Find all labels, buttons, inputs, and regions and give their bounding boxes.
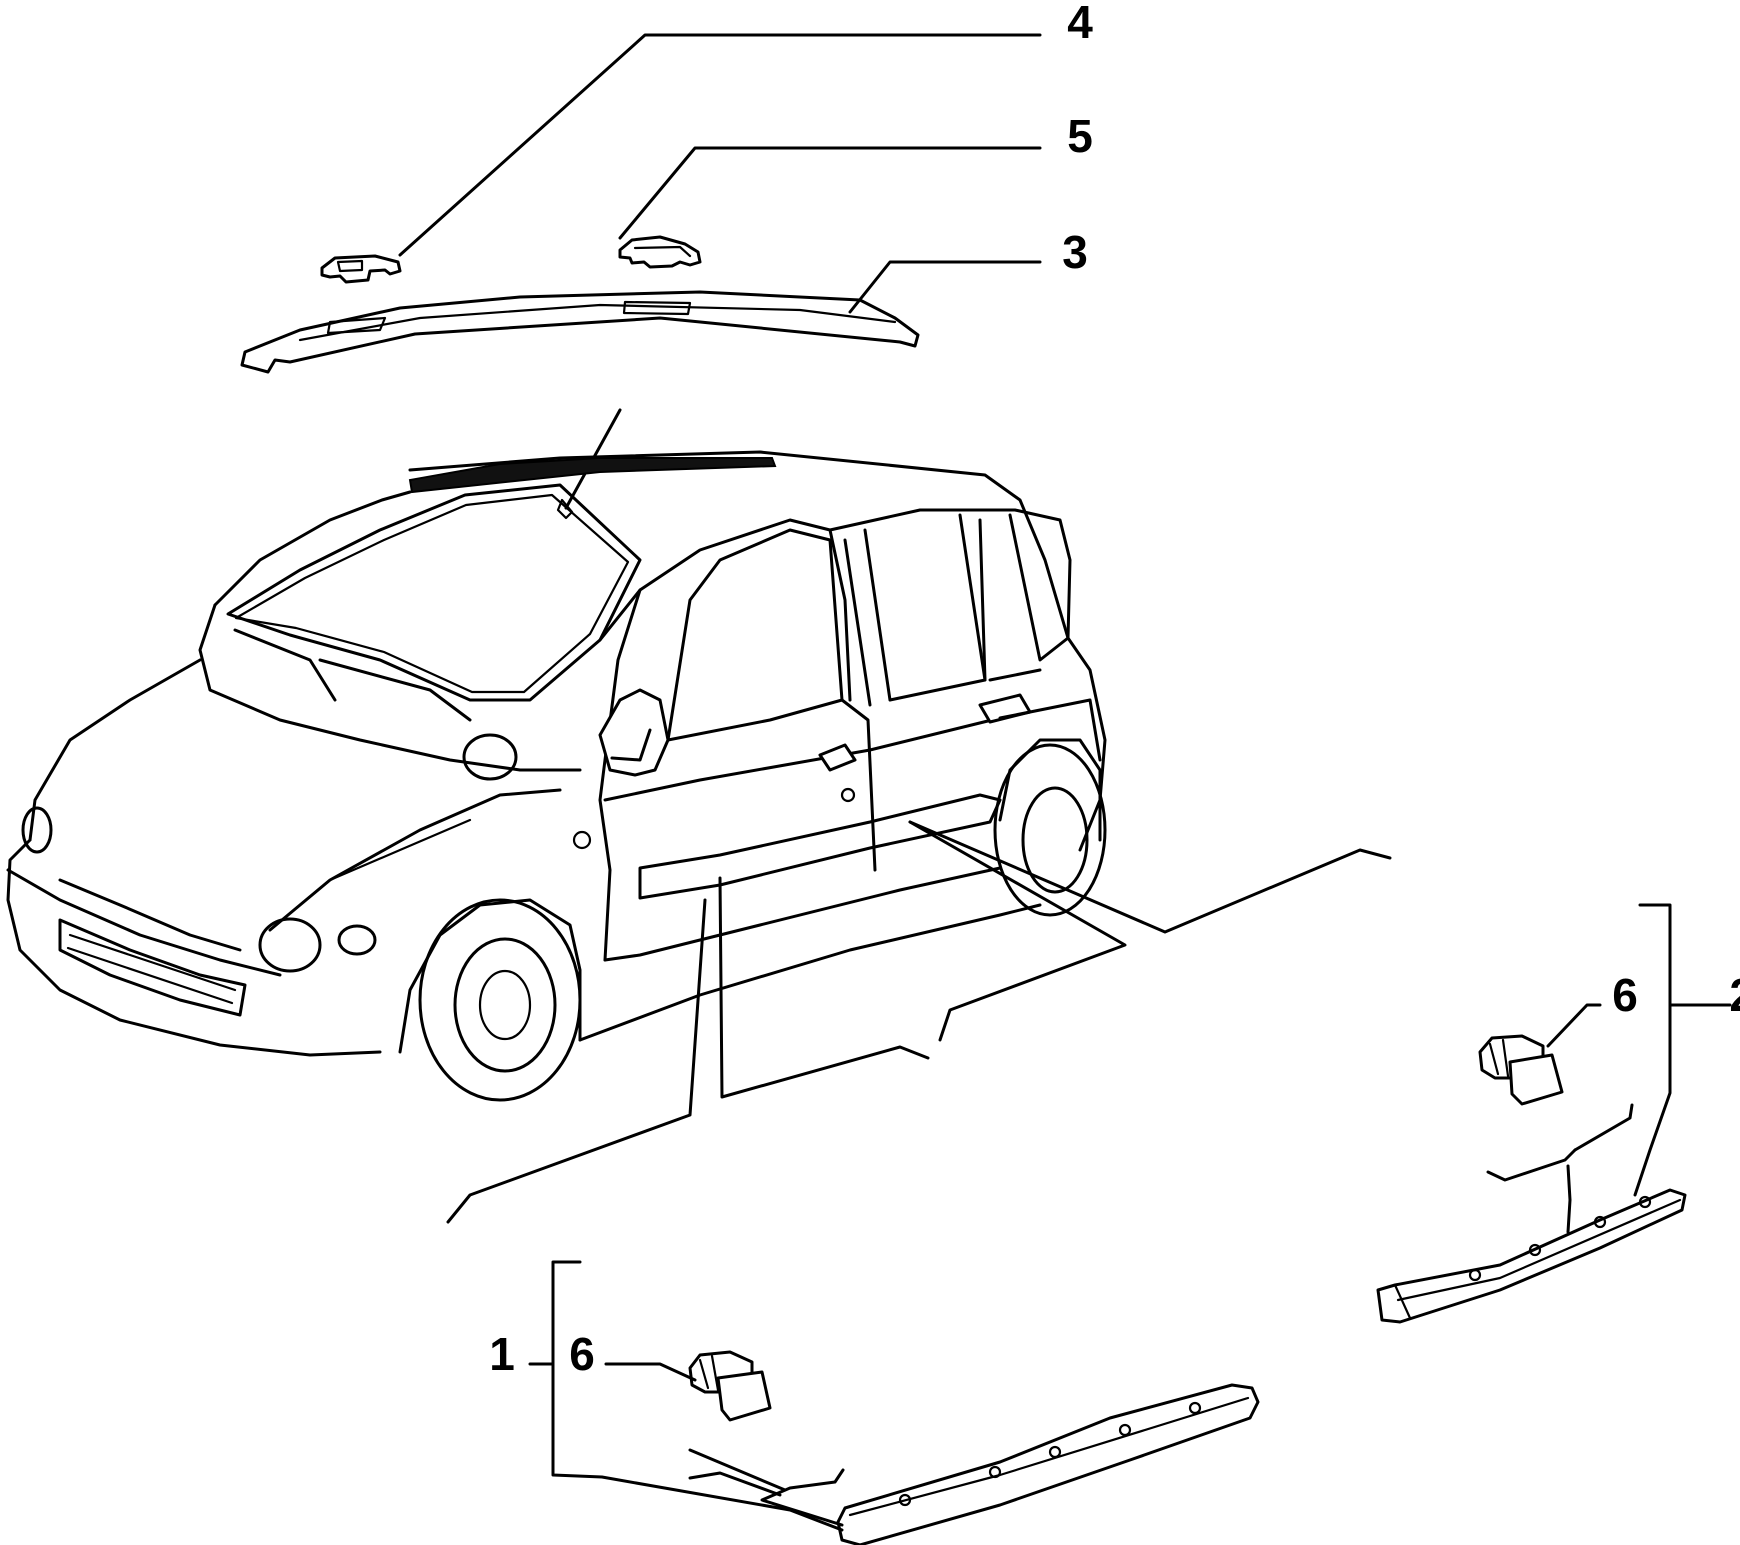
clip-part-5 xyxy=(618,235,702,269)
clip-part-6-lower xyxy=(688,1350,772,1422)
side-moulding-part-1 xyxy=(836,1383,1260,1545)
callout-2: 2 xyxy=(1729,969,1740,1021)
car-body xyxy=(6,408,1107,1102)
callout-6-upper: 6 xyxy=(1612,969,1638,1021)
callout-5: 5 xyxy=(1067,110,1093,162)
roof-moulding-part-3 xyxy=(240,290,920,374)
side-moulding-part-2 xyxy=(1376,1188,1687,1324)
callout-3: 3 xyxy=(1062,226,1088,278)
callout-4: 4 xyxy=(1067,0,1093,48)
callout-6-lower: 6 xyxy=(569,1328,595,1380)
clip-part-4 xyxy=(320,254,402,284)
clip-part-6-upper xyxy=(1478,1034,1564,1106)
leader-lines xyxy=(398,33,1732,1532)
callout-1: 1 xyxy=(489,1328,515,1380)
